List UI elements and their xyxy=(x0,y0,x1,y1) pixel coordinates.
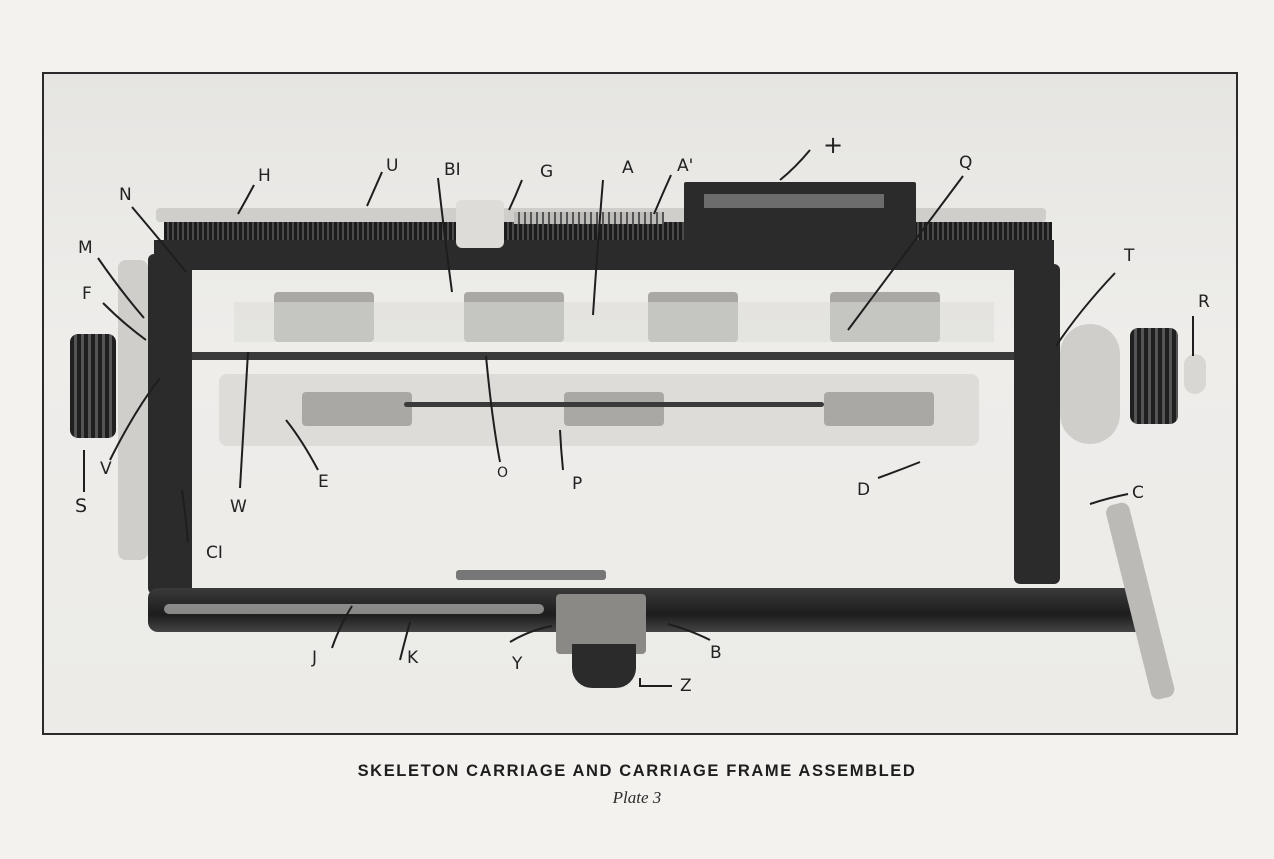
label-q: Q xyxy=(959,153,973,173)
photo-plate xyxy=(42,72,1238,735)
label-v: V xyxy=(100,459,112,479)
label-d: D xyxy=(857,480,871,500)
label-h: H xyxy=(258,166,271,186)
label-e: E xyxy=(318,472,329,492)
left-side-frame xyxy=(148,254,192,594)
lower-roller-2 xyxy=(564,392,664,426)
figure-caption-plate: Plate 3 xyxy=(612,788,662,807)
center-block-lower xyxy=(572,644,636,688)
left-knob xyxy=(70,334,116,438)
top-lever xyxy=(456,570,606,580)
label-plus: + xyxy=(823,131,844,159)
label-t: T xyxy=(1124,246,1135,266)
frame-bar-highlight xyxy=(164,604,544,614)
label-f: F xyxy=(82,284,92,304)
figure-caption-title: SKELETON CARRIAGE AND CARRIAGE FRAME ASS… xyxy=(357,762,917,780)
label-j: J xyxy=(312,648,318,668)
lower-roller-3 xyxy=(824,392,934,426)
label-c: C xyxy=(1132,483,1144,503)
rack-bar xyxy=(154,240,1054,270)
right-knob-cap xyxy=(1184,354,1206,394)
label-b1: BI xyxy=(444,160,461,180)
label-z: Z xyxy=(680,676,692,696)
label-b: B xyxy=(710,643,722,663)
label-o: O xyxy=(497,465,509,481)
label-y: Y xyxy=(512,654,523,674)
right-bracket xyxy=(1060,324,1120,444)
label-r: R xyxy=(1198,292,1210,312)
label-c1: CI xyxy=(206,543,223,563)
label-n: N xyxy=(119,185,132,205)
right-side-frame xyxy=(1014,264,1060,584)
label-m: M xyxy=(78,238,93,258)
right-knob xyxy=(1130,328,1178,424)
margin-block xyxy=(684,182,916,246)
label-a-prime: A' xyxy=(677,156,694,176)
rack-teeth xyxy=(164,222,1052,242)
label-p: P xyxy=(572,474,583,494)
lower-roller-1 xyxy=(302,392,412,426)
lower-shaft xyxy=(404,402,824,407)
label-s: S xyxy=(75,495,88,517)
label-u: U xyxy=(386,156,399,176)
spring xyxy=(514,212,664,224)
margin-block-face xyxy=(704,194,884,208)
label-g: G xyxy=(540,162,554,182)
main-shaft xyxy=(164,352,1084,360)
left-bracket xyxy=(118,260,148,560)
label-w: W xyxy=(230,497,247,517)
spring-bracket xyxy=(456,200,504,248)
roller-shaft-housing xyxy=(234,302,994,342)
label-a: A xyxy=(622,158,634,178)
label-k: K xyxy=(407,648,419,668)
